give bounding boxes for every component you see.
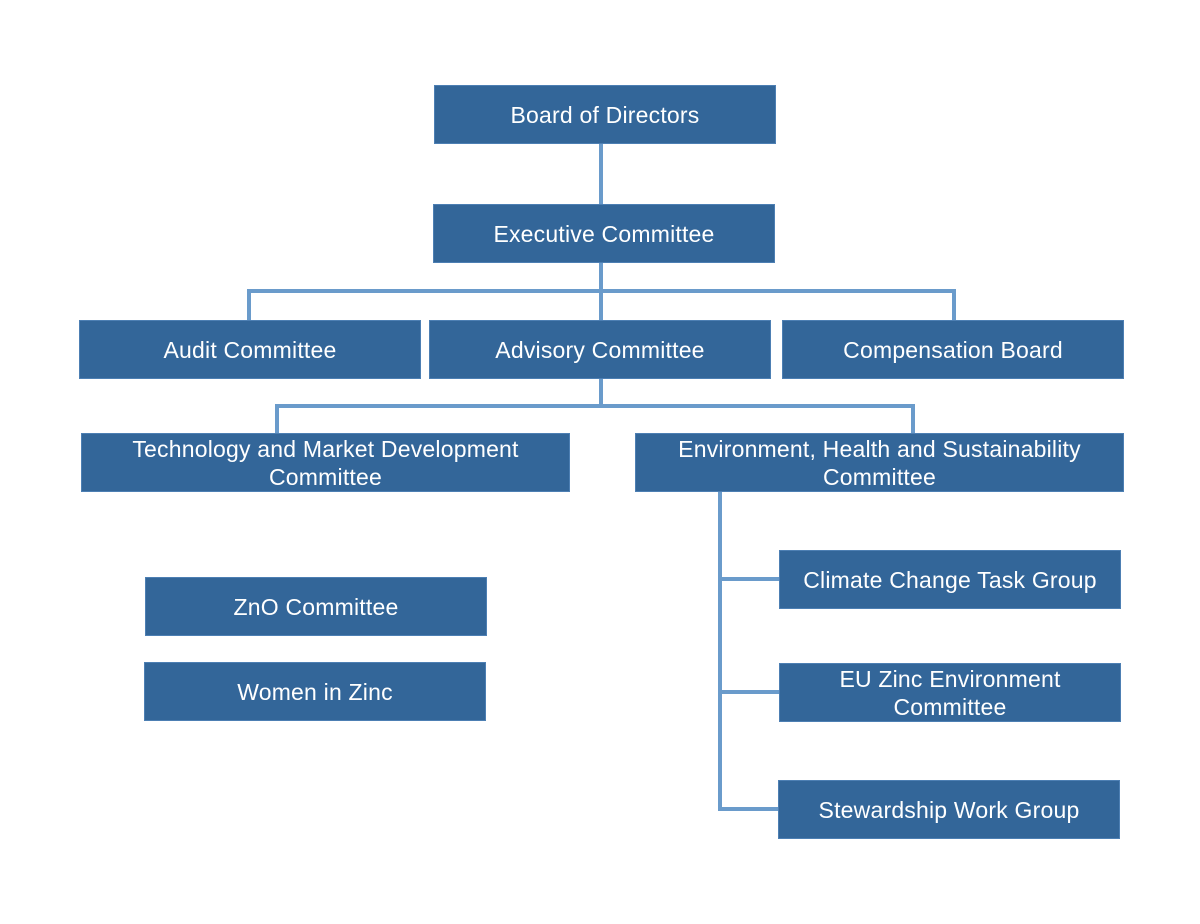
compensation-board-box: Compensation Board [782,320,1124,379]
audit-committee-box: Audit Committee [79,320,421,379]
technology-market-development-box: Technology and Market Development Commit… [81,433,570,492]
executive-committee-box: Executive Committee [433,204,775,263]
women-in-zinc-label: Women in Zinc [237,678,393,705]
environment-health-sustainability-box: Environment, Health and Sustainability C… [635,433,1124,492]
stewardship-work-group-box: Stewardship Work Group [778,780,1120,839]
zno-committee-label: ZnO Committee [233,593,399,620]
audit-committee-label: Audit Committee [163,336,337,363]
environment-health-sustainability-label: Environment, Health and Sustainability C… [678,435,1081,490]
climate-change-task-group-box: Climate Change Task Group [779,550,1121,609]
advisory-committee-label: Advisory Committee [495,336,705,363]
executive-committee-label: Executive Committee [493,220,715,247]
climate-change-task-group-label: Climate Change Task Group [803,566,1097,593]
board-of-directors-box: Board of Directors [434,85,776,144]
compensation-board-label: Compensation Board [843,336,1063,363]
technology-market-development-label: Technology and Market Development Commit… [132,435,519,490]
eu-zinc-environment-committee-box: EU Zinc Environment Committee [779,663,1121,722]
advisory-committee-box: Advisory Committee [429,320,771,379]
zno-committee-box: ZnO Committee [145,577,487,636]
eu-zinc-environment-committee-label: EU Zinc Environment Committee [839,665,1061,720]
women-in-zinc-box: Women in Zinc [144,662,486,721]
board-of-directors-label: Board of Directors [510,101,700,128]
stewardship-work-group-label: Stewardship Work Group [818,796,1080,823]
